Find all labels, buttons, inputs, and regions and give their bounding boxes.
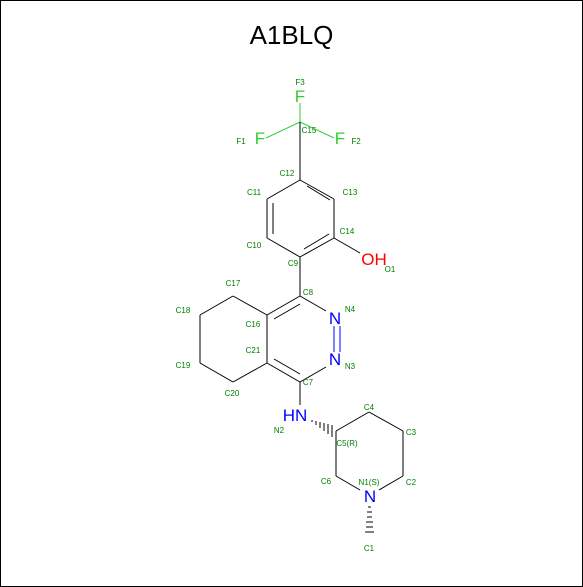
bond-c7-c21-double — [273, 358, 301, 375]
bond-c17-c18 — [199, 295, 234, 316]
bond-c15-f1 — [265, 121, 301, 139]
index-c5: C5(R) — [336, 439, 358, 448]
bond-c4-c3 — [368, 411, 404, 432]
bond-n3-c7 — [299, 366, 327, 383]
bond-c7-c21 — [266, 362, 301, 383]
bonds-layer — [199, 103, 404, 533]
index-c11: C11 — [247, 188, 262, 197]
bond-c12-c13 — [299, 179, 335, 200]
index-c12: C12 — [280, 169, 295, 178]
index-f3: F3 — [295, 78, 305, 87]
index-c10: C10 — [247, 241, 262, 250]
index-c6: C6 — [321, 477, 332, 486]
index-c2: C2 — [406, 478, 417, 487]
index-f2: F2 — [351, 137, 361, 146]
index-f1: F1 — [236, 137, 246, 146]
index-c14: C14 — [340, 227, 355, 236]
index-o1: O1 — [385, 265, 396, 274]
index-c20: C20 — [225, 389, 240, 398]
bond-c14-c9 — [299, 237, 335, 258]
index-c3: C3 — [406, 428, 417, 437]
bond-c20-c21 — [232, 362, 268, 383]
index-n3: N3 — [345, 362, 356, 371]
bond-c12-c13-double — [306, 185, 331, 201]
bond-c2-n1 — [378, 475, 404, 491]
bond-c12-c11 — [266, 179, 301, 200]
bond-c8-c16 — [266, 295, 301, 316]
index-c16: C16 — [246, 320, 261, 329]
bond-c10-c9 — [266, 237, 301, 258]
bond-c14-o1 — [333, 237, 361, 254]
stereo-bond-n1-c1 — [365, 506, 374, 533]
bond-c15-f2 — [299, 121, 335, 139]
bond-c8-c16-double — [273, 303, 301, 320]
index-n1: N1(S) — [359, 478, 380, 487]
atom-f1: F — [255, 129, 265, 148]
index-c4: C4 — [364, 403, 375, 412]
bond-c16-c17 — [232, 295, 268, 316]
bond-c5-c4 — [335, 411, 370, 432]
stereo-bond-n2-c5 — [311, 420, 333, 437]
index-c13: C13 — [343, 188, 358, 197]
atom-n1: N — [364, 487, 376, 506]
index-c1: C1 — [364, 544, 375, 553]
index-c9: C9 — [288, 259, 299, 268]
bond-c8-n4 — [299, 295, 327, 312]
atom-f2: F — [335, 129, 345, 148]
molecule-title: A1BLQ — [249, 20, 334, 50]
index-c7: C7 — [303, 378, 314, 387]
index-c18: C18 — [176, 306, 191, 315]
bond-c14-c9-double — [303, 233, 330, 250]
index-c8: C8 — [303, 288, 314, 297]
atom-n4: N — [329, 309, 341, 328]
bond-c19-c20 — [199, 362, 234, 383]
atom-n2: HN — [283, 406, 308, 425]
index-c21: C21 — [246, 346, 261, 355]
index-c19: C19 — [176, 361, 191, 370]
index-c17: C17 — [226, 279, 241, 288]
index-n4: N4 — [345, 305, 356, 314]
index-c15: C15 — [302, 126, 317, 135]
index-n2: N2 — [274, 426, 285, 435]
atom-f3: F — [295, 87, 305, 106]
bond-c6-n1 — [335, 475, 361, 491]
atom-n3: N — [329, 350, 341, 369]
atom-o1: OH — [361, 250, 387, 269]
